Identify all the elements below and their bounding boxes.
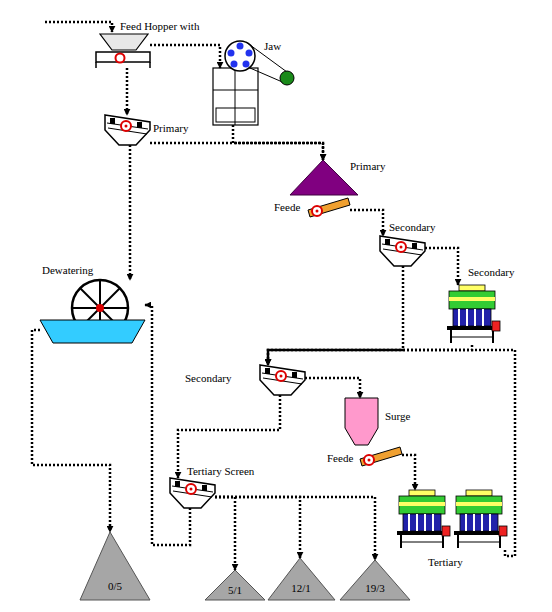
flow-line (215, 497, 300, 558)
size-label: 5/1 (228, 584, 242, 597)
equipment-label: Secondary (185, 372, 231, 385)
feeder: Feede (308, 198, 350, 218)
product-pile: 5/1 (205, 570, 265, 600)
equipment-label: Feede (274, 201, 300, 214)
tertiary-crushers: Tertiary (395, 490, 507, 550)
primary-stockpile: Primary (290, 160, 358, 195)
feed-hopper: Feed Hopper with (95, 34, 150, 68)
primary-screen: Primary (105, 115, 150, 145)
equipment-label: Jaw (264, 40, 281, 53)
jaw-crusher: Jaw (213, 68, 258, 125)
size-label: 0/5 (108, 580, 122, 593)
flow-line (425, 248, 458, 285)
size-label: 12/1 (291, 582, 311, 595)
equipment-label: Dewatering (42, 264, 93, 277)
flow-line (129, 145, 132, 280)
product-pile: 12/1 (268, 558, 335, 600)
equipment-label: Tertiary (428, 556, 463, 569)
tertiary-screen: Tertiary Screen (170, 478, 215, 508)
flow-line (402, 455, 415, 490)
flow-line (32, 330, 110, 532)
flow-line (215, 497, 375, 560)
flow-line (350, 210, 383, 236)
flow-line (215, 497, 235, 570)
surge-bin: Surge (345, 398, 378, 445)
secondary-crusher: Secondary (445, 285, 500, 345)
equipment-label: Feed Hopper with (120, 20, 199, 33)
size-label: 19/3 (365, 582, 385, 595)
product-pile: 0/5 (80, 532, 150, 600)
equipment-label: Secondary (468, 266, 514, 279)
equipment-label: Primary (153, 122, 188, 135)
flow-line (150, 143, 323, 160)
dewatering-wheel: Dewatering (40, 280, 145, 345)
secondary-screen: Secondary (260, 365, 305, 395)
secondary-screen: Secondary (380, 236, 425, 266)
equipment-label: Tertiary Screen (187, 465, 254, 478)
product-pile: 19/3 (340, 560, 410, 600)
flow-line (268, 350, 515, 556)
equipment-label: Feede (327, 452, 353, 465)
flow-line (268, 345, 472, 365)
feeder: Feede (360, 447, 402, 467)
flow-line (178, 395, 280, 478)
equipment-label: Surge (385, 410, 410, 423)
flow-line (145, 305, 190, 545)
flow-line (305, 378, 360, 398)
equipment-label: Primary (350, 160, 385, 173)
equipment-label: Secondary (389, 221, 435, 234)
flow-line (150, 45, 220, 68)
flow-line (126, 68, 129, 115)
